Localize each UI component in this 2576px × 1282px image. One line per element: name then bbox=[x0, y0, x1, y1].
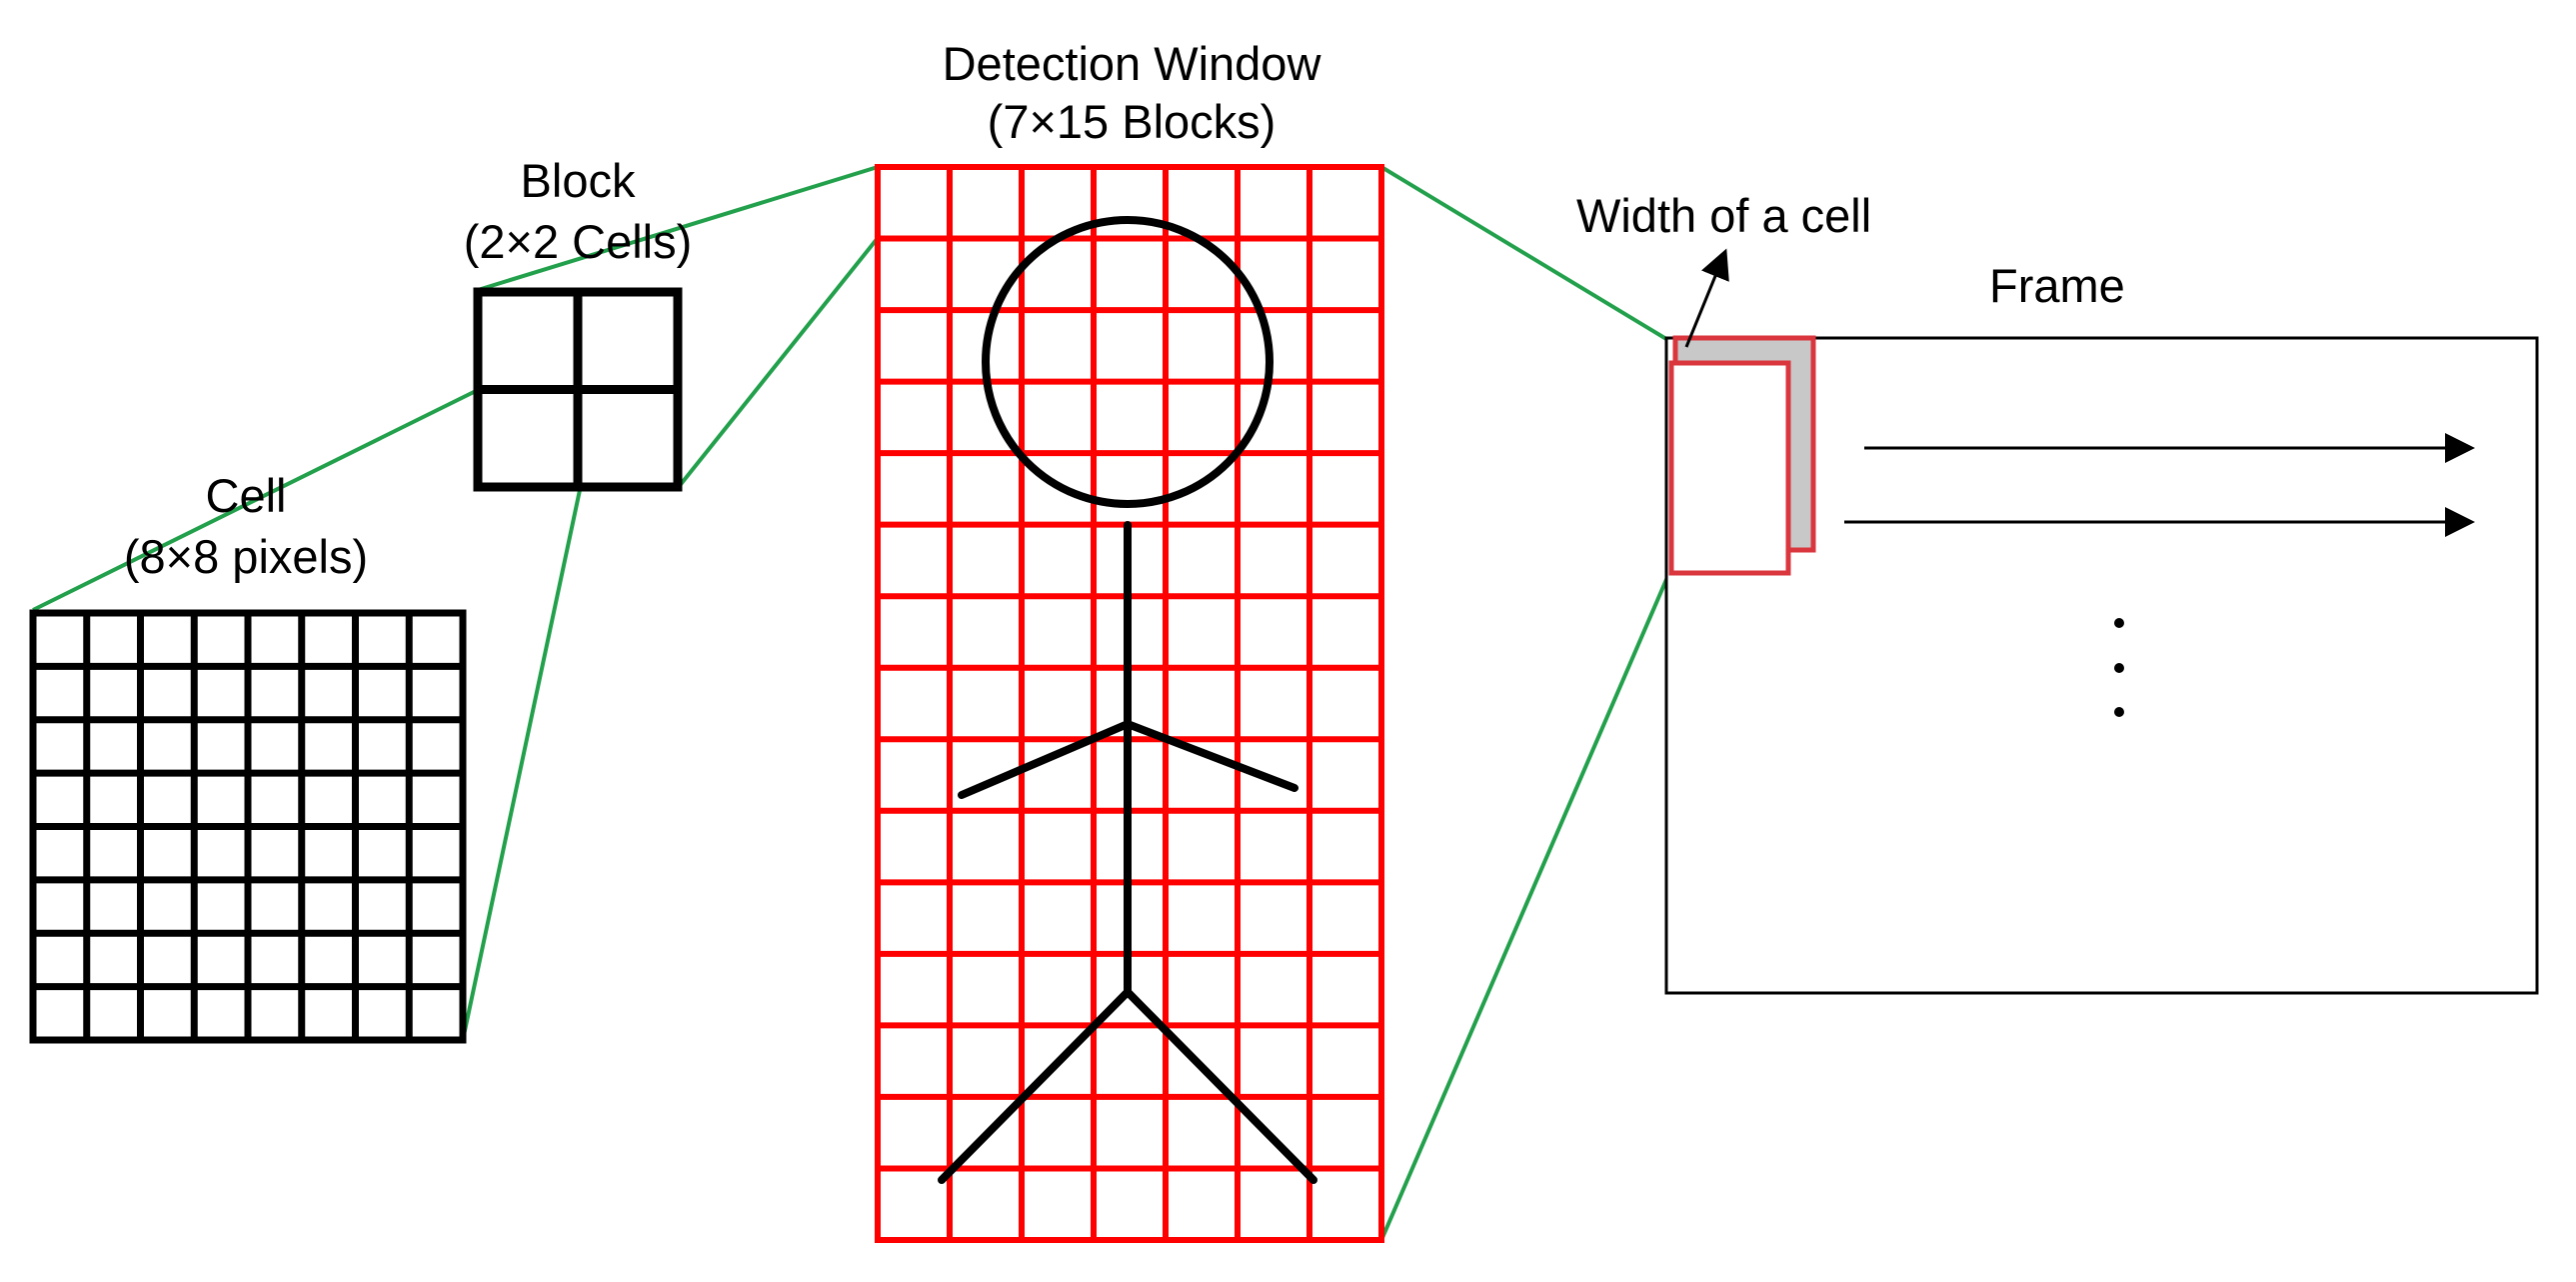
stick-figure-right-arm bbox=[1124, 720, 1298, 792]
detection-window-title: Detection Window bbox=[943, 37, 1322, 90]
block-title: Block bbox=[521, 154, 636, 207]
connector-window-top bbox=[1379, 165, 1673, 344]
block-cell-grid bbox=[473, 287, 683, 492]
stick-figure-left-arm bbox=[958, 720, 1132, 799]
connector-window-bottom bbox=[1379, 567, 1673, 1241]
connector-cell-top bbox=[32, 388, 479, 612]
detection-window-subtitle: (7×15 Blocks) bbox=[988, 95, 1277, 148]
cell-title: Cell bbox=[206, 469, 287, 522]
stick-figure-right-leg bbox=[1124, 988, 1317, 1184]
connector-block-top bbox=[477, 165, 879, 292]
cell-pixel-grid bbox=[29, 609, 467, 1044]
connector-cell-bottom bbox=[461, 489, 582, 1041]
width-of-cell-label: Width of a cell bbox=[1576, 189, 1871, 242]
stick-figure-left-leg bbox=[938, 988, 1132, 1184]
zoom-connector-lines bbox=[32, 165, 1673, 1241]
stick-figure-head bbox=[982, 216, 1274, 508]
dot-2 bbox=[2114, 663, 2124, 673]
scan-direction-arrows bbox=[1684, 248, 2475, 537]
continuation-dots bbox=[2114, 618, 2124, 717]
person-stick-figure bbox=[938, 216, 1317, 1184]
detection-window-grid bbox=[875, 164, 1384, 1243]
frame-label: Frame bbox=[1989, 259, 2125, 312]
dot-3 bbox=[2114, 707, 2124, 717]
width-of-cell-pointer-arrow bbox=[1684, 248, 1729, 348]
sliding-window-current bbox=[1668, 360, 1791, 576]
connector-block-bottom bbox=[676, 236, 880, 490]
cell-subtitle: (8×8 pixels) bbox=[124, 530, 368, 583]
dot-1 bbox=[2114, 618, 2124, 628]
window-grid-outline bbox=[875, 164, 1384, 1243]
block-subtitle: (2×2 Cells) bbox=[464, 215, 693, 268]
